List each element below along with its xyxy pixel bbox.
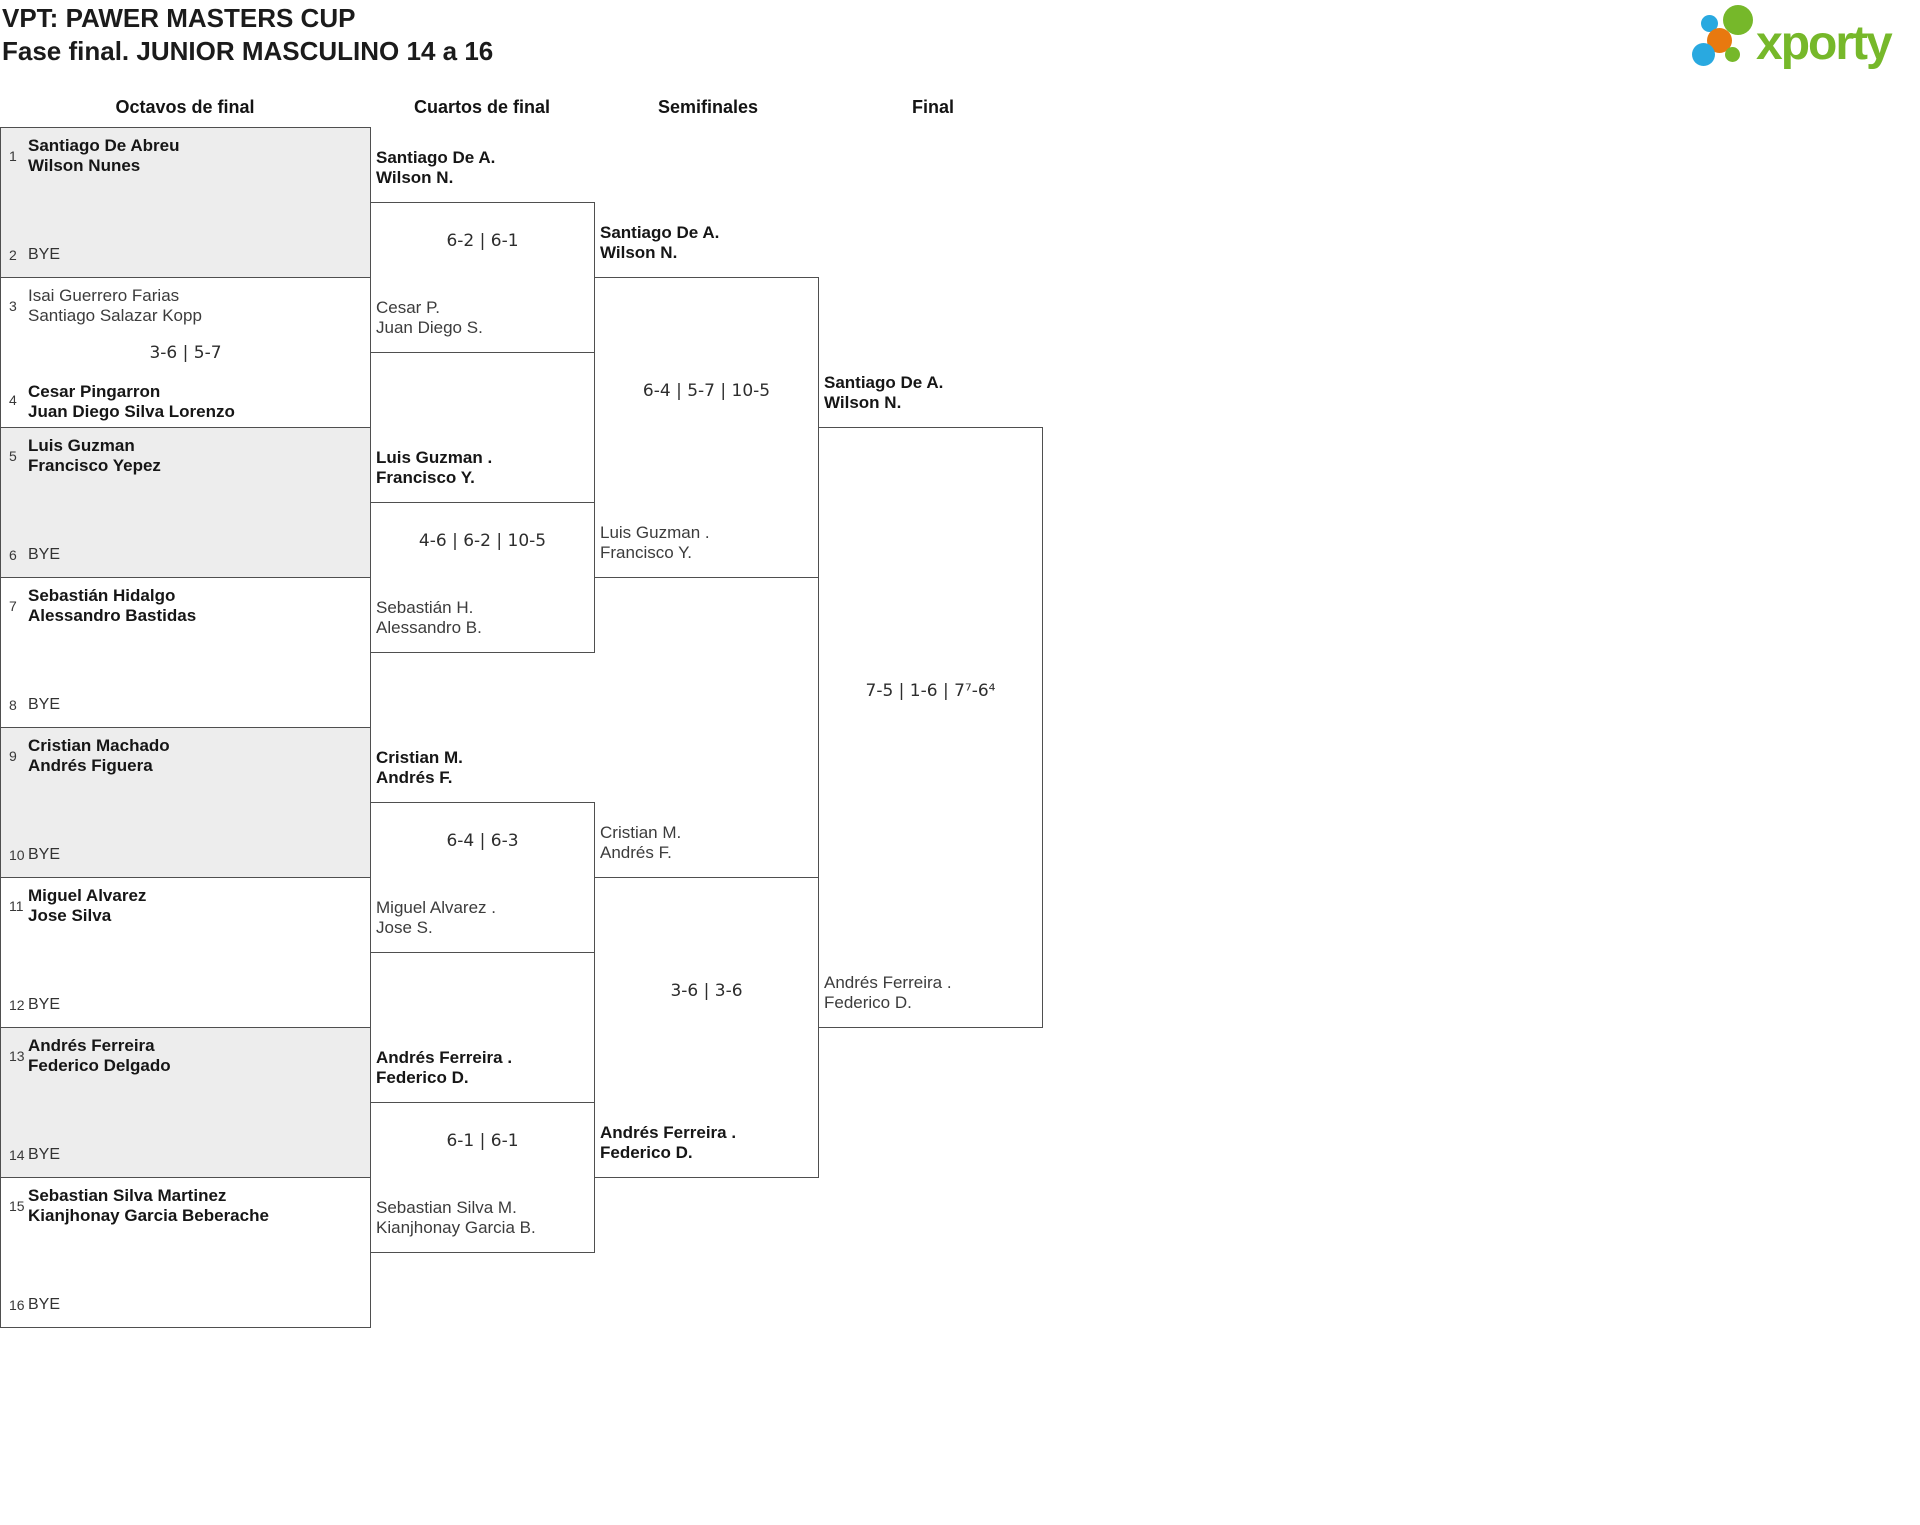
match-score: 3-6 | 5-7 [149, 343, 222, 363]
qf2-score: 4-6 | 6-2 | 10-5 [418, 531, 547, 551]
seed-number: 4 [9, 392, 17, 408]
team-entry: Santiago De Abreu Wilson Nunes [28, 136, 180, 175]
qf3-top-team: Cristian M.Andrés F. [376, 748, 463, 787]
seed-number: 13 [9, 1048, 25, 1064]
bye-entry: BYE [28, 1146, 61, 1163]
logo-dot-icon [1701, 15, 1718, 32]
seed-number: 6 [9, 547, 17, 563]
qf4-bottom-team: Sebastian Silva M.Kianjhonay Garcia B. [376, 1198, 536, 1237]
qf3-bottom-team: Miguel Alvarez .Jose S. [376, 898, 496, 937]
team-entry: Miguel Alvarez Jose Silva [28, 886, 147, 925]
qf2-top-team: Luis Guzman .Francisco Y. [376, 448, 493, 487]
final-match-box [818, 427, 1043, 1028]
r16-match-4: 7 Sebastián Hidalgo Alessandro Bastidas … [0, 577, 371, 728]
sf2-score: 3-6 | 3-6 [670, 981, 743, 1001]
seed-number: 12 [9, 997, 25, 1013]
sf1-score: 6-4 | 5-7 | 10-5 [642, 381, 771, 401]
round-header-final: Final [911, 97, 955, 117]
seed-number: 15 [9, 1198, 25, 1214]
round-header-octavos: Octavos de final [115, 97, 255, 117]
seed-number: 5 [9, 448, 17, 464]
seed-number: 3 [9, 298, 17, 314]
seed-number: 8 [9, 697, 17, 713]
r16-match-6: 11 Miguel Alvarez Jose Silva 12 BYE [0, 877, 371, 1028]
seed-number: 7 [9, 598, 17, 614]
r16-match-8: 15 Sebastian Silva Martinez Kianjhonay G… [0, 1177, 371, 1328]
bye-entry: BYE [28, 546, 61, 563]
team-entry: Isai Guerrero Farias Santiago Salazar Ko… [28, 286, 202, 325]
team-entry: Sebastian Silva Martinez Kianjhonay Garc… [28, 1186, 269, 1225]
seed-number: 2 [9, 247, 17, 263]
r16-match-5: 9 Cristian Machado Andrés Figuera 10 BYE [0, 727, 371, 878]
qf3-score: 6-4 | 6-3 [446, 831, 519, 851]
seed-number: 10 [9, 847, 25, 863]
bye-entry: BYE [28, 996, 61, 1013]
seed-number: 11 [9, 898, 24, 914]
round-header-semifinales: Semifinales [657, 97, 759, 117]
r16-match-3: 5 Luis Guzman Francisco Yepez 6 BYE [0, 427, 371, 578]
logo-dot-icon [1725, 47, 1740, 62]
qf1-bottom-team: Cesar P.Juan Diego S. [376, 298, 483, 337]
r16-match-2: 3 Isai Guerrero Farias Santiago Salazar … [0, 277, 371, 428]
xporty-logo[interactable]: xporty [1688, 0, 1920, 72]
bye-entry: BYE [28, 1296, 61, 1313]
qf1-score: 6-2 | 6-1 [446, 231, 519, 251]
team-entry: Luis Guzman Francisco Yepez [28, 436, 161, 475]
seed-number: 14 [9, 1147, 25, 1163]
qf4-top-team: Andrés Ferreira .Federico D. [376, 1048, 513, 1087]
sf2-bottom-team: Andrés Ferreira .Federico D. [600, 1123, 737, 1162]
team-entry: Andrés Ferreira Federico Delgado [28, 1036, 171, 1075]
team-entry: Cesar Pingarron Juan Diego Silva Lorenzo [28, 382, 235, 421]
logo-wordmark: xporty [1756, 17, 1893, 70]
final-bottom-team: Andrés Ferreira .Federico D. [824, 973, 952, 1012]
r16-match-7: 13 Andrés Ferreira Federico Delgado 14 B… [0, 1027, 371, 1178]
final-score: 7-5 | 1-6 | 7⁷-6⁴ [865, 681, 996, 701]
sf2-top-team: Cristian M.Andrés F. [600, 823, 682, 862]
page-title: VPT: PAWER MASTERS CUP [2, 3, 356, 33]
seed-number: 9 [9, 748, 17, 764]
r16-match-1: 1 Santiago De Abreu Wilson Nunes 2 BYE [0, 127, 371, 278]
seed-number: 16 [9, 1297, 25, 1313]
round-header-cuartos: Cuartos de final [413, 97, 551, 117]
qf2-bottom-team: Sebastián H.Alessandro B. [376, 598, 482, 637]
qf4-score: 6-1 | 6-1 [446, 1131, 519, 1151]
seed-number: 1 [9, 148, 17, 164]
page-subtitle: Fase final. JUNIOR MASCULINO 14 a 16 [2, 36, 494, 66]
qf1-top-team: Santiago De A.Wilson N. [376, 148, 496, 187]
logo-dot-icon [1692, 43, 1715, 66]
logo-dot-icon [1723, 5, 1753, 35]
bye-entry: BYE [28, 246, 61, 263]
bye-entry: BYE [28, 846, 61, 863]
bye-entry: BYE [28, 696, 61, 713]
sf1-top-team: Santiago De A.Wilson N. [600, 223, 720, 262]
final-top-team: Santiago De A.Wilson N. [824, 373, 944, 412]
team-entry: Sebastián Hidalgo Alessandro Bastidas [28, 586, 197, 625]
team-entry: Cristian Machado Andrés Figuera [28, 736, 170, 775]
sf1-bottom-team: Luis Guzman .Francisco Y. [600, 523, 710, 562]
